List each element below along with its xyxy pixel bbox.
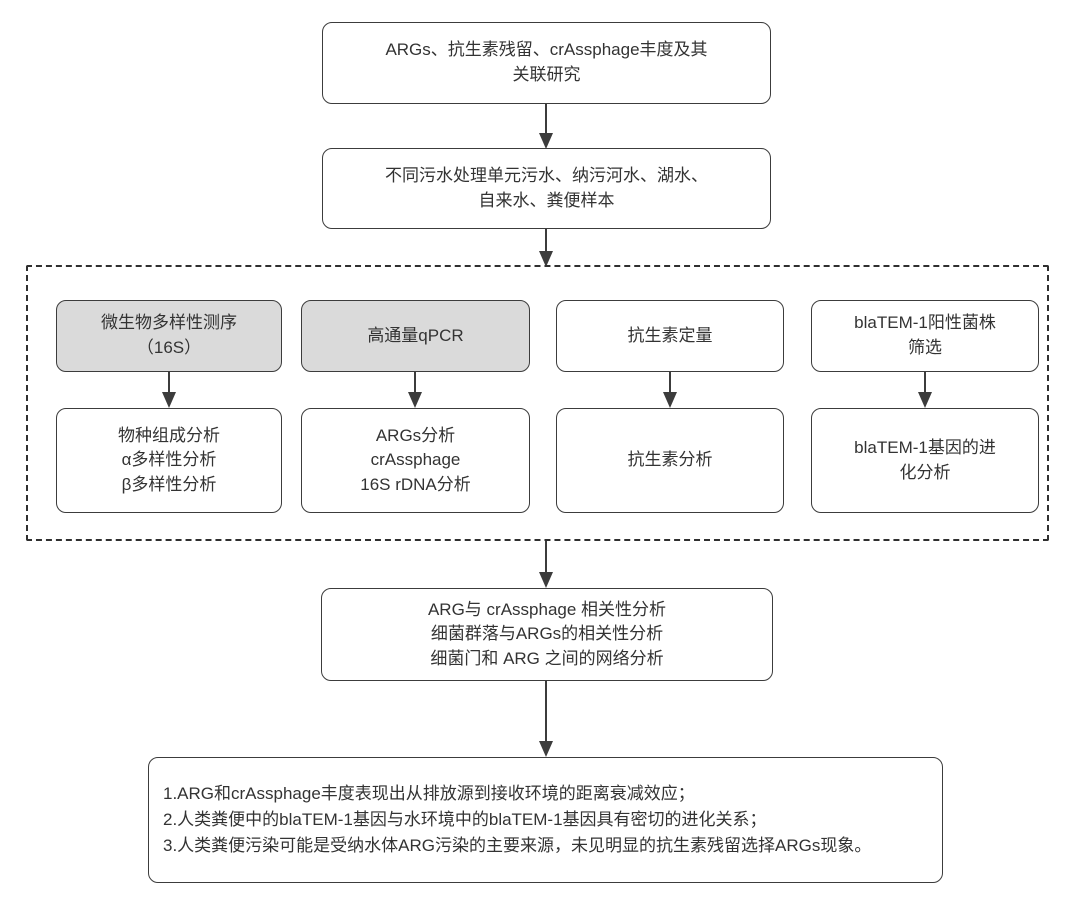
arrow-title-to-samples: [539, 104, 553, 149]
arrow-method4-to-analysis4: [918, 372, 932, 408]
node-method-antibiotic-quantification: 抗生素定量: [556, 300, 784, 372]
node-research-title: ARGs、抗生素残留、crAssphage丰度及其 关联研究: [322, 22, 771, 104]
node-analysis-antibiotics: 抗生素分析: [556, 408, 784, 513]
arrow-method2-to-analysis2: [408, 372, 422, 408]
arrow-method1-to-analysis1: [162, 372, 176, 408]
arrow-samples-to-methods: [539, 229, 553, 267]
arrow-correlation-to-conclusion: [539, 681, 553, 757]
node-analysis-args-crassphage-16s: ARGs分析 crAssphage 16S rDNA分析: [301, 408, 530, 513]
node-method-high-throughput-qpcr: 高通量qPCR: [301, 300, 530, 372]
node-conclusions: 1.ARG和crAssphage丰度表现出从排放源到接收环境的距离衰减效应； 2…: [148, 757, 943, 883]
arrow-method3-to-analysis3: [663, 372, 677, 408]
node-analysis-species-composition-diversity: 物种组成分析 α多样性分析 β多样性分析: [56, 408, 282, 513]
node-method-microbial-diversity-sequencing: 微生物多样性测序 （16S）: [56, 300, 282, 372]
node-method-blatem1-positive-strain-screening: blaTEM-1阳性菌株 筛选: [811, 300, 1039, 372]
node-analysis-blatem1-evolution: blaTEM-1基因的进 化分析: [811, 408, 1039, 513]
arrow-methods-to-correlation: [539, 541, 553, 588]
dashed-group-methods-and-analyses: [26, 265, 1049, 541]
node-sample-sources: 不同污水处理单元污水、纳污河水、湖水、 自来水、粪便样本: [322, 148, 771, 229]
node-correlation-analyses: ARG与 crAssphage 相关性分析 细菌群落与ARGs的相关性分析 细菌…: [321, 588, 773, 681]
